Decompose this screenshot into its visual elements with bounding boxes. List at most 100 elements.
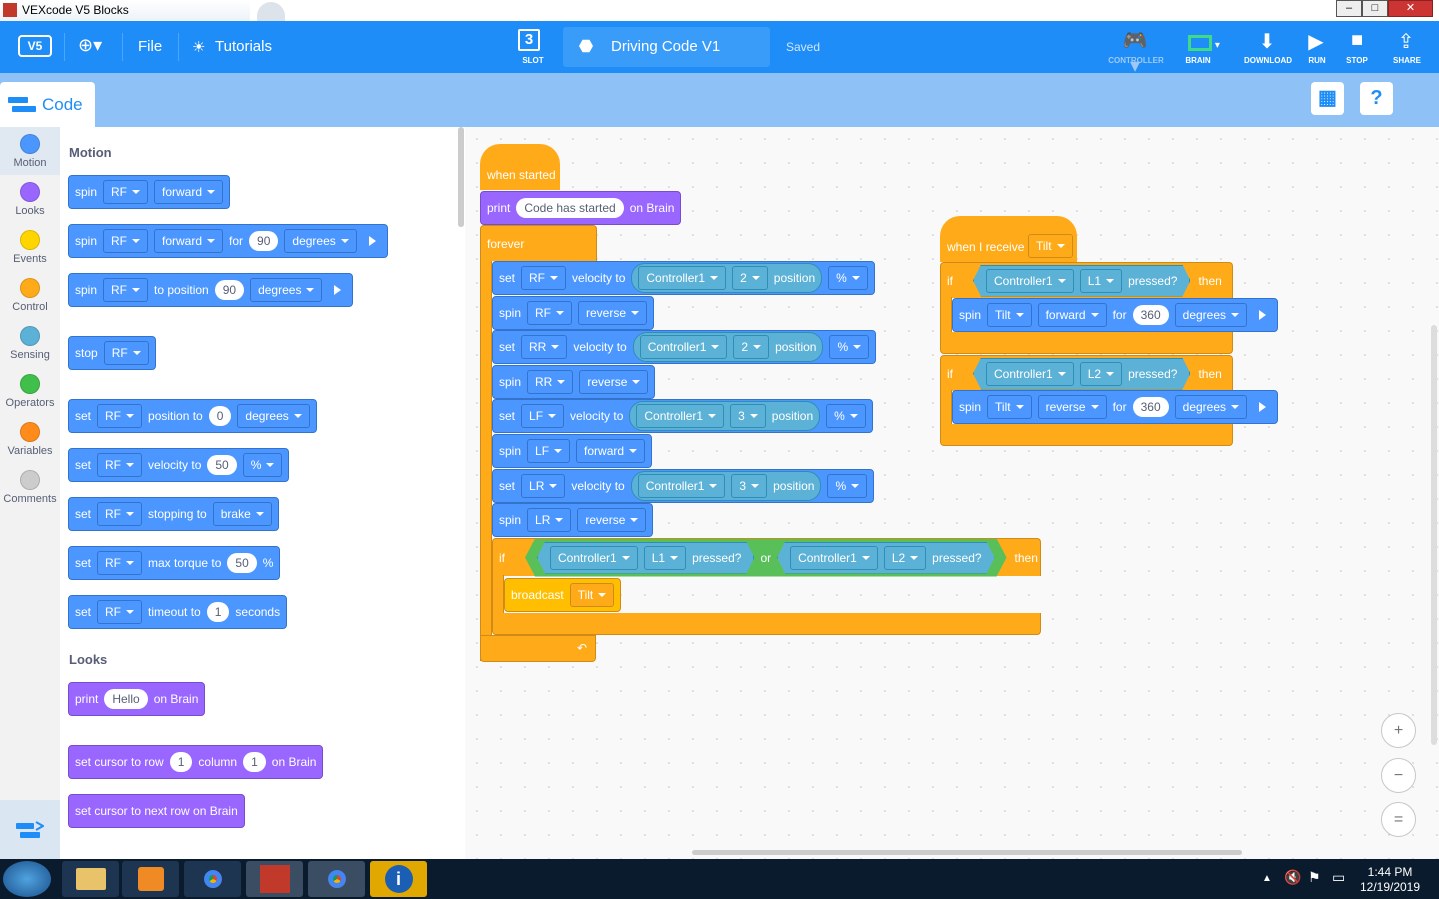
controller-dropdown[interactable]: Controller1 <box>986 362 1074 386</box>
workspace-horizontal-scrollbar[interactable] <box>692 850 1242 855</box>
motor-dropdown[interactable]: Tilt <box>987 303 1032 327</box>
block-spin-for[interactable]: spin RF forward for 90 degrees <box>68 224 388 258</box>
block-set-velocity[interactable]: set LR velocity to Controller1 3 positio… <box>492 469 875 503</box>
motor-dropdown[interactable]: Tilt <box>987 395 1032 419</box>
button-dropdown[interactable]: L2 <box>1080 362 1122 386</box>
units-dropdown[interactable]: % <box>828 266 868 290</box>
block-if[interactable]: if Controller1 L1 pressed? then <box>940 262 1233 298</box>
motor-dropdown[interactable]: RF <box>103 341 149 365</box>
controller-position-reporter[interactable]: Controller1 3 position <box>629 401 821 431</box>
number-input[interactable]: 360 <box>1132 305 1169 325</box>
expand-arrow-icon[interactable] <box>368 236 381 246</box>
direction-dropdown[interactable]: reverse <box>578 301 648 325</box>
block-if[interactable]: if Controller1 L2 pressed? then <box>940 355 1233 391</box>
controller-dropdown[interactable]: Controller1 <box>986 269 1074 293</box>
tutorials-menu[interactable]: Tutorials <box>215 38 272 55</box>
motor-dropdown[interactable]: LR <box>527 508 572 532</box>
motor-dropdown[interactable]: RR <box>521 335 568 359</box>
block-set-velocity[interactable]: set RF velocity to 50 % <box>68 448 290 482</box>
motor-dropdown[interactable]: LR <box>521 474 566 498</box>
block-set-stopping[interactable]: set RF stopping to brake <box>68 497 279 531</box>
run-icon[interactable]: ▶ <box>1308 31 1324 53</box>
chrome-taskbar-icon[interactable] <box>308 861 365 897</box>
motor-dropdown[interactable]: RF <box>103 278 149 302</box>
axis-dropdown[interactable]: 3 <box>731 474 768 498</box>
pressed-reporter[interactable]: Controller1 L2 pressed? <box>973 358 1190 390</box>
block-set-timeout[interactable]: set RF timeout to 1 seconds <box>68 595 288 629</box>
controller-position-reporter[interactable]: Controller1 3 position <box>630 471 822 501</box>
slot-icon[interactable]: 3 <box>518 29 540 51</box>
axis-dropdown[interactable]: 3 <box>730 404 766 428</box>
motor-dropdown[interactable]: RF <box>97 404 143 428</box>
block-spin[interactable]: spin LR reverse <box>492 503 654 537</box>
category-looks[interactable]: Looks <box>0 175 60 223</box>
category-control[interactable]: Control <box>0 271 60 319</box>
close-window-button[interactable]: ✕ <box>1388 0 1433 17</box>
block-set-cursor[interactable]: set cursor to row 1 column 1 on Brain <box>68 745 324 779</box>
motor-dropdown[interactable]: RF <box>97 502 143 526</box>
block-spin[interactable]: spin LF forward <box>492 434 653 468</box>
block-spin[interactable]: spin RR reverse <box>492 365 656 399</box>
maximize-button[interactable]: □ <box>1362 0 1388 17</box>
units-dropdown[interactable]: % <box>827 474 868 498</box>
file-explorer-taskbar-icon[interactable] <box>62 861 119 897</box>
device-icon[interactable]: ▦ <box>1311 82 1344 115</box>
motor-dropdown[interactable]: RF <box>97 600 143 624</box>
direction-dropdown[interactable]: forward <box>1037 303 1107 327</box>
block-print[interactable]: print Hello on Brain <box>68 682 206 716</box>
number-input[interactable]: 1 <box>206 602 230 622</box>
start-button[interactable] <box>3 861 51 897</box>
controller-dropdown[interactable]: Controller1 <box>639 335 728 359</box>
block-print[interactable]: print Code has started on Brain <box>480 191 682 225</box>
block-next-row[interactable]: set cursor to next row on Brain <box>68 794 245 828</box>
hat-when-started[interactable]: when started <box>480 144 560 190</box>
block-if[interactable]: if Controller1 L1 pressed? or Controller… <box>492 538 1041 576</box>
pressed-reporter[interactable]: Controller1 L1 pressed? <box>537 542 754 574</box>
pressed-reporter[interactable]: Controller1 L1 pressed? <box>973 265 1190 297</box>
zoom-out-button[interactable]: − <box>1381 758 1416 793</box>
number-input[interactable]: 90 <box>214 280 245 300</box>
category-motion[interactable]: Motion <box>0 127 60 175</box>
direction-dropdown[interactable]: forward <box>154 180 224 204</box>
vexcode-taskbar-icon[interactable] <box>246 861 303 897</box>
block-set-position[interactable]: set RF position to 0 degrees <box>68 399 317 433</box>
category-operators[interactable]: Operators <box>0 367 60 415</box>
chrome-taskbar-icon[interactable] <box>184 861 241 897</box>
block-spin[interactable]: spin RF reverse <box>492 296 655 330</box>
motor-dropdown[interactable]: LF <box>527 439 571 463</box>
vex-logo[interactable]: V5 <box>18 35 52 57</box>
direction-dropdown[interactable]: reverse <box>1037 395 1107 419</box>
direction-dropdown[interactable]: forward <box>154 229 224 253</box>
controller-position-reporter[interactable]: Controller1 2 position <box>632 332 824 362</box>
units-dropdown[interactable]: % <box>829 335 870 359</box>
controller-dropdown[interactable]: Controller1 <box>638 266 727 290</box>
direction-dropdown[interactable]: forward <box>576 439 646 463</box>
titlebar-new-tab[interactable] <box>257 2 285 21</box>
block-set-velocity[interactable]: set LF velocity to Controller1 3 positio… <box>492 399 873 433</box>
block-set-velocity[interactable]: set RF velocity to Controller1 2 positio… <box>492 261 875 295</box>
motor-dropdown[interactable]: RR <box>527 370 574 394</box>
motor-dropdown[interactable]: RF <box>103 180 149 204</box>
tray-up-arrow-icon[interactable]: ▲ <box>1262 873 1272 884</box>
share-icon[interactable]: ⇪ <box>1397 31 1415 53</box>
pressed-reporter[interactable]: Controller1 L2 pressed? <box>777 542 994 574</box>
network-icon[interactable]: ▭ <box>1332 869 1346 885</box>
brain-icon[interactable]: ▾ <box>1184 31 1224 54</box>
zoom-reset-button[interactable]: = <box>1381 802 1416 837</box>
block-spin-for[interactable]: spin Tilt forward for 360 degrees <box>952 298 1279 332</box>
units-dropdown[interactable]: degrees <box>250 278 323 302</box>
string-input[interactable]: Code has started <box>516 198 624 218</box>
motor-dropdown[interactable]: RF <box>97 551 143 575</box>
project-name-box[interactable]: Driving Code V1 <box>563 27 770 67</box>
hat-when-i-receive[interactable]: when I receive Tilt <box>940 216 1077 262</box>
block-set-velocity[interactable]: set RR velocity to Controller1 2 positio… <box>492 330 877 364</box>
units-dropdown[interactable]: degrees <box>237 404 310 428</box>
button-dropdown[interactable]: L2 <box>884 546 926 570</box>
volume-icon[interactable]: 🔇 <box>1284 869 1302 885</box>
system-clock[interactable]: 1:44 PM 12/19/2019 <box>1352 865 1428 895</box>
string-input[interactable]: Hello <box>104 689 148 709</box>
motor-dropdown[interactable]: RF <box>97 453 143 477</box>
workspace-vertical-scrollbar[interactable] <box>1431 325 1437 745</box>
axis-dropdown[interactable]: 2 <box>733 335 770 359</box>
block-spin-for[interactable]: spin Tilt reverse for 360 degrees <box>952 390 1279 424</box>
